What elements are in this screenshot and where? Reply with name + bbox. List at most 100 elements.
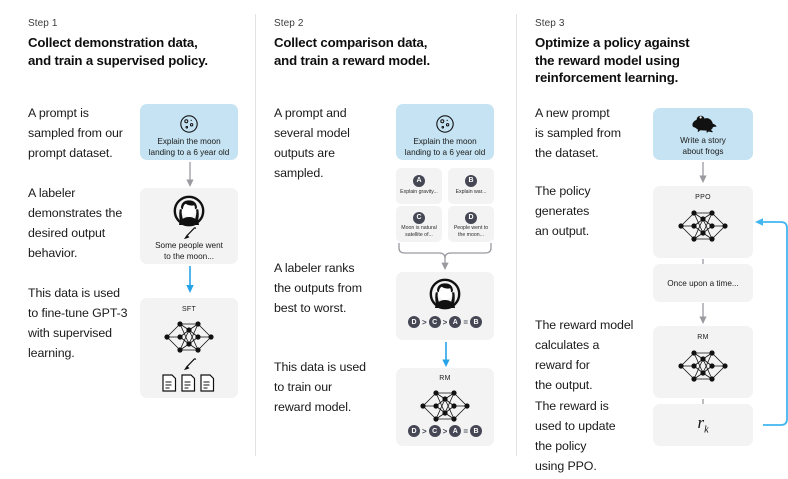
output-card-a[interactable]: A Explain gravity...: [396, 168, 442, 204]
output-line: People went to: [453, 225, 489, 231]
rank-operator: >: [421, 426, 427, 436]
output-card[interactable]: Once upon a time...: [653, 264, 753, 302]
output-card-text: Once upon a time...: [667, 279, 739, 288]
badge-letter: C: [413, 211, 425, 224]
paragraph-3: The reward model calculates a reward for…: [535, 315, 633, 395]
labeler-card-line: Some people went: [155, 241, 223, 250]
sft-model-card[interactable]: SFT: [140, 298, 238, 398]
paragraph-2: A labeler demonstrates the desired outpu…: [28, 183, 122, 263]
paragraph-line: generates: [535, 204, 590, 218]
paragraph-line: The reward is: [535, 399, 609, 413]
prompt-card-line: landing to a 6 year old: [404, 148, 486, 157]
labeler-card-text: Some people went to the moon...: [140, 240, 238, 262]
prompt-card[interactable]: Explain the moon landing to a 6 year old: [140, 104, 238, 160]
paragraph-line: A prompt and: [274, 106, 347, 120]
prompt-card-text: Write a story about frogs: [653, 135, 753, 157]
rank-operator: >: [442, 426, 448, 436]
reward-subscript: k: [704, 424, 709, 436]
paragraph-2: A labeler ranks the outputs from best to…: [274, 258, 362, 318]
neural-network-icon: [418, 386, 472, 426]
pencil-icon: [183, 357, 197, 371]
moon-icon: [434, 113, 456, 135]
paragraph-line: reward for: [535, 358, 590, 372]
paragraph-line: prompt dataset.: [28, 146, 113, 160]
paragraph-line: to train our: [274, 380, 333, 394]
badge-letter: B: [465, 174, 477, 187]
model-label: SFT: [181, 306, 197, 313]
paragraph-line: The policy: [535, 184, 591, 198]
paragraph-line: with supervised: [28, 326, 112, 340]
paragraph-line: desired output: [28, 226, 106, 240]
paragraph-line: best to worst.: [274, 301, 347, 315]
pencil-icon: [183, 226, 197, 240]
paragraph-line: the dataset.: [535, 146, 599, 160]
paragraph-line: used to update: [535, 419, 616, 433]
output-line: satellite of...: [405, 232, 433, 238]
step-label: Step 3: [535, 18, 565, 29]
prompt-card-line: about frogs: [682, 147, 724, 156]
labeler-ranking-card[interactable]: D>C>A=B: [396, 272, 494, 340]
ranking-row: D>C>A=B: [396, 425, 494, 437]
model-label: RM: [697, 334, 709, 341]
ppo-model-card[interactable]: PPO: [653, 186, 753, 258]
paragraph-2: The policy generates an output.: [535, 181, 591, 241]
column-divider-1: [255, 14, 256, 456]
paragraph-line: This data is used: [28, 286, 120, 300]
column-step-2: Step 2 Collect comparison data, and trai…: [256, 0, 516, 479]
paragraph-3: This data is used to train our reward mo…: [274, 357, 366, 417]
prompt-card[interactable]: Write a story about frogs: [653, 108, 753, 160]
step-title-line: Collect comparison data,: [274, 35, 428, 50]
brace-arrow-icon: [396, 243, 494, 271]
paragraph-line: A new prompt: [535, 106, 610, 120]
step-title: Optimize a policy against the reward mod…: [535, 34, 775, 87]
paragraph-line: behavior.: [28, 246, 78, 260]
paragraph-line: outputs are: [274, 146, 335, 160]
paragraph-line: an output.: [535, 224, 590, 238]
rm-model-card[interactable]: RM: [653, 326, 753, 398]
labeler-avatar-icon: [173, 195, 205, 227]
output-card-c[interactable]: C Moon is natural satellite of...: [396, 206, 442, 242]
badge-d: D: [465, 209, 477, 227]
arrow-down-icon: [185, 162, 195, 188]
step-label: Step 2: [274, 18, 304, 29]
prompt-card[interactable]: Explain the moon landing to a 6 year old: [396, 104, 494, 160]
paragraph-line: the outputs from: [274, 281, 362, 295]
rank-badge: B: [470, 316, 482, 328]
moon-icon: [178, 113, 200, 135]
neural-network-icon: [676, 346, 730, 386]
rank-badge: A: [449, 425, 462, 437]
output-card-d[interactable]: D People went to the moon...: [448, 206, 494, 242]
paragraph-line: This data is used: [274, 360, 366, 374]
output-card-b[interactable]: B Explain war...: [448, 168, 494, 204]
reward-card[interactable]: rk: [653, 404, 753, 446]
paragraph-line: A labeler ranks: [274, 261, 355, 275]
paragraph-1: A prompt is sampled from our prompt data…: [28, 103, 123, 163]
prompt-card-line: landing to a 6 year old: [148, 148, 230, 157]
arrow-down-icon: [698, 303, 708, 325]
paragraph-line: reward model.: [274, 400, 352, 414]
rm-model-card[interactable]: RM: [396, 368, 494, 446]
prompt-card-line: Write a story: [680, 136, 726, 145]
arrow-down-blue-icon: [185, 266, 195, 294]
output-card-a-text: Explain gravity...: [396, 189, 442, 196]
badge-a: A: [413, 172, 425, 190]
step-label: Step 1: [28, 18, 58, 29]
step-title-line: and train a reward model.: [274, 52, 431, 68]
paragraph-line: learning.: [28, 346, 75, 360]
paragraph-line: the policy: [535, 439, 587, 453]
output-line: Explain gravity...: [400, 189, 438, 195]
step-title-line: reinforcement learning.: [535, 70, 679, 85]
paragraph-line: The reward model: [535, 318, 634, 332]
model-label: PPO: [695, 194, 711, 201]
output-card-c-text: Moon is natural satellite of...: [396, 225, 442, 239]
paragraph-line: to fine-tune GPT-3: [28, 306, 128, 320]
prompt-card-text: Explain the moon landing to a 6 year old: [396, 136, 494, 158]
paragraph-3: This data is used to fine-tune GPT-3 wit…: [28, 283, 128, 363]
paragraph-line: using PPO.: [535, 459, 597, 473]
prompt-card-line: Explain the moon: [157, 137, 221, 146]
rank-badge: C: [428, 425, 441, 437]
frog-icon: [691, 114, 717, 133]
paragraph-line: A labeler: [28, 186, 76, 200]
labeler-card[interactable]: Some people went to the moon...: [140, 188, 238, 264]
